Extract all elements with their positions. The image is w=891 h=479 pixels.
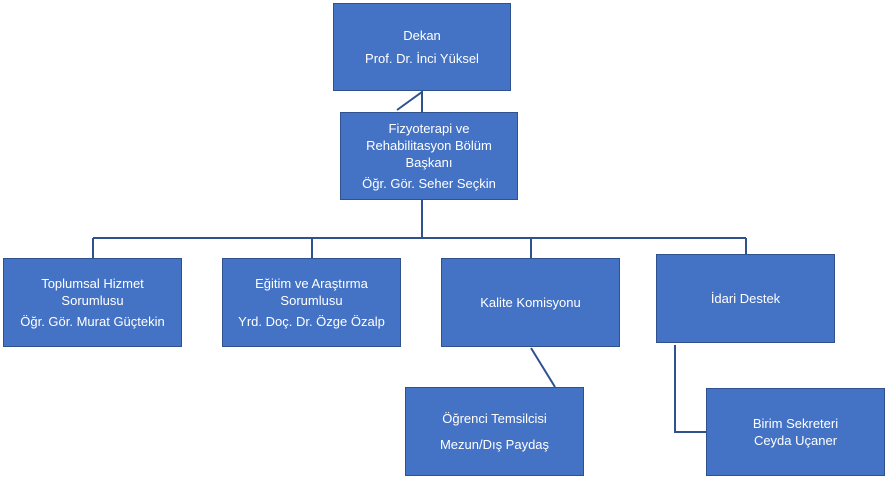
connector-admin-to-secretary (674, 345, 706, 433)
quality-title: Kalite Komisyonu (480, 295, 581, 310)
admin-support-box[interactable]: İdari Destek (656, 254, 835, 343)
education-title-line2: Sorumlusu (280, 293, 343, 308)
head-title-line1: Fizyoterapi ve (388, 121, 470, 136)
community-name: Öğr. Gör. Murat Güçtekin (20, 314, 165, 329)
secretary-line1: Birim Sekreteri (752, 416, 839, 431)
education-name: Yrd. Doç. Dr. Özge Özalp (238, 314, 385, 329)
unit-secretary-box[interactable]: Birim Sekreteri Ceyda Uçaner (706, 388, 885, 476)
dean-box[interactable]: Dekan Prof. Dr. İnci Yüksel (333, 3, 511, 91)
education-research-box[interactable]: Eğitim ve Araştırma Sorumlusu Yrd. Doç. … (222, 258, 401, 347)
education-title-line1: Eğitim ve Araştırma (255, 276, 368, 291)
community-service-box[interactable]: Toplumsal Hizmet Sorumlusu Öğr. Gör. Mur… (3, 258, 182, 347)
community-title-line2: Sorumlusu (61, 293, 124, 308)
head-name: Öğr. Gör. Seher Seçkin (362, 176, 496, 191)
student-line2: Mezun/Dış Paydaş (439, 437, 550, 452)
connector-quality-to-student (530, 347, 556, 388)
admin-title: İdari Destek (710, 291, 781, 306)
dean-title: Dekan (403, 28, 441, 43)
dean-name: Prof. Dr. İnci Yüksel (365, 51, 479, 66)
head-title-line2: Rehabilitasyon Bölüm (366, 138, 492, 153)
community-title-line1: Toplumsal Hizmet (41, 276, 144, 291)
student-representative-box[interactable]: Öğrenci Temsilcisi Mezun/Dış Paydaş (405, 387, 584, 476)
quality-commission-box[interactable]: Kalite Komisyonu (441, 258, 620, 347)
connector-arrow-head (396, 90, 423, 111)
secretary-line2: Ceyda Uçaner (753, 433, 838, 448)
student-line1: Öğrenci Temsilcisi (442, 411, 547, 426)
department-head-box[interactable]: Fizyoterapi ve Rehabilitasyon Bölüm Başk… (340, 112, 518, 200)
head-title-line3: Başkanı (405, 155, 453, 170)
